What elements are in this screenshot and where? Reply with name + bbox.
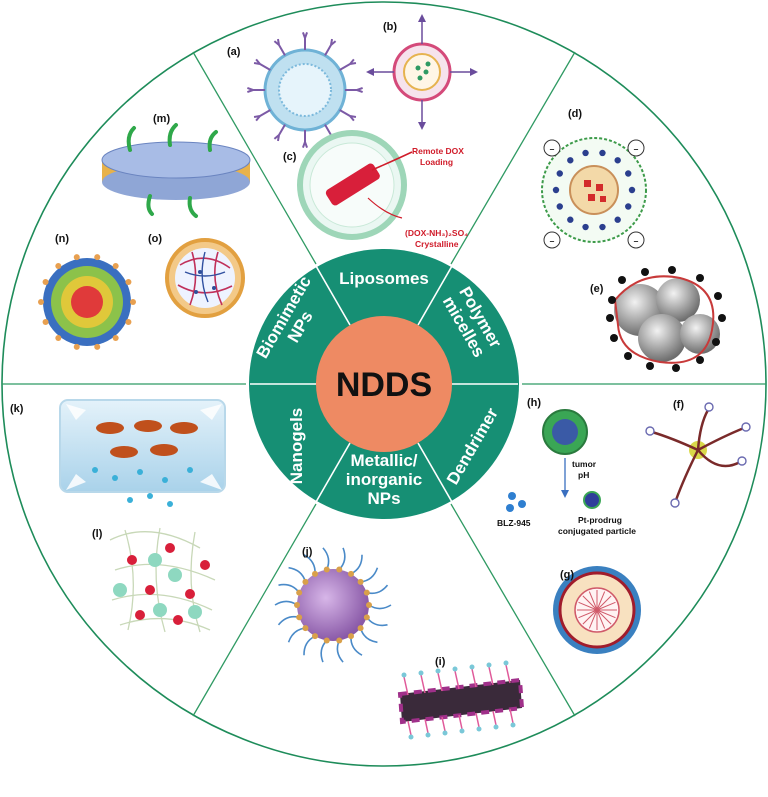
note-blz: BLZ-945 bbox=[497, 518, 531, 528]
panel-a-liposome-illustration bbox=[247, 32, 363, 148]
panel-h-illustration bbox=[506, 409, 601, 512]
svg-text:NPs: NPs bbox=[367, 489, 400, 508]
panel-label-c: (c) bbox=[283, 151, 297, 163]
note-tumor: tumor bbox=[572, 459, 597, 469]
sector-label-metallic: Metallic/ inorganic NPs bbox=[346, 451, 423, 508]
svg-text:–: – bbox=[634, 236, 639, 246]
panel-label-d: (d) bbox=[568, 108, 582, 120]
center-label: NDDS bbox=[336, 366, 432, 404]
panel-m-illustration bbox=[101, 123, 251, 218]
note-conjugated: conjugated particle bbox=[558, 526, 636, 536]
panel-label-a: (a) bbox=[227, 46, 241, 58]
panel-n-illustration bbox=[38, 254, 136, 350]
svg-text:inorganic: inorganic bbox=[346, 470, 423, 489]
sector-label-liposomes: Liposomes bbox=[339, 269, 429, 288]
panel-label-h: (h) bbox=[527, 397, 541, 409]
panel-k-illustration bbox=[59, 399, 226, 507]
note-loading: Loading bbox=[420, 157, 453, 167]
panel-label-m: (m) bbox=[153, 113, 170, 125]
note-crystalline: Crystalline bbox=[415, 239, 459, 249]
panel-label-k: (k) bbox=[10, 403, 24, 415]
panel-label-l: (l) bbox=[92, 528, 103, 540]
panel-d-micelle-illustration: – – – – bbox=[541, 137, 647, 249]
sector-label-nanogels: Nanogels bbox=[287, 408, 306, 485]
note-pt-prodrug: Pt-prodrug bbox=[578, 515, 622, 525]
note-dox-crystal: (DOX-NH₃)₂SO₄ bbox=[405, 228, 468, 238]
panel-label-f: (f) bbox=[673, 399, 684, 411]
svg-text:–: – bbox=[634, 144, 639, 154]
panel-l-illustration bbox=[109, 527, 216, 633]
svg-text:–: – bbox=[550, 144, 555, 154]
panel-label-g: (g) bbox=[560, 569, 574, 581]
panel-e-polymer-illustration bbox=[606, 266, 726, 372]
panel-label-b: (b) bbox=[383, 21, 397, 33]
panel-label-j: (j) bbox=[302, 546, 313, 558]
panel-j-illustration bbox=[274, 547, 392, 663]
panel-g-illustration bbox=[553, 566, 641, 654]
panel-label-o: (o) bbox=[148, 233, 162, 245]
panel-label-e: (e) bbox=[590, 283, 604, 295]
minus-signs: – – – – bbox=[543, 139, 645, 249]
panel-i-illustration bbox=[397, 660, 525, 740]
panel-f-dendrimer-illustration bbox=[645, 402, 751, 508]
panel-o-illustration bbox=[165, 238, 245, 318]
svg-text:Nanogels: Nanogels bbox=[287, 408, 306, 485]
panel-label-i: (i) bbox=[435, 656, 446, 668]
inner-ring-dividers bbox=[250, 265, 518, 503]
note-remote-dox: Remote DOX bbox=[412, 146, 464, 156]
center-circle bbox=[316, 316, 452, 452]
svg-text:–: – bbox=[550, 236, 555, 246]
panel-c-dox-liposome-illustration bbox=[297, 130, 413, 240]
panel-b-liposome-illustration bbox=[366, 14, 478, 130]
svg-text:Metallic/: Metallic/ bbox=[350, 451, 417, 470]
panel-label-n: (n) bbox=[55, 233, 69, 245]
sector-dividers bbox=[2, 51, 766, 717]
note-ph: pH bbox=[578, 470, 589, 480]
